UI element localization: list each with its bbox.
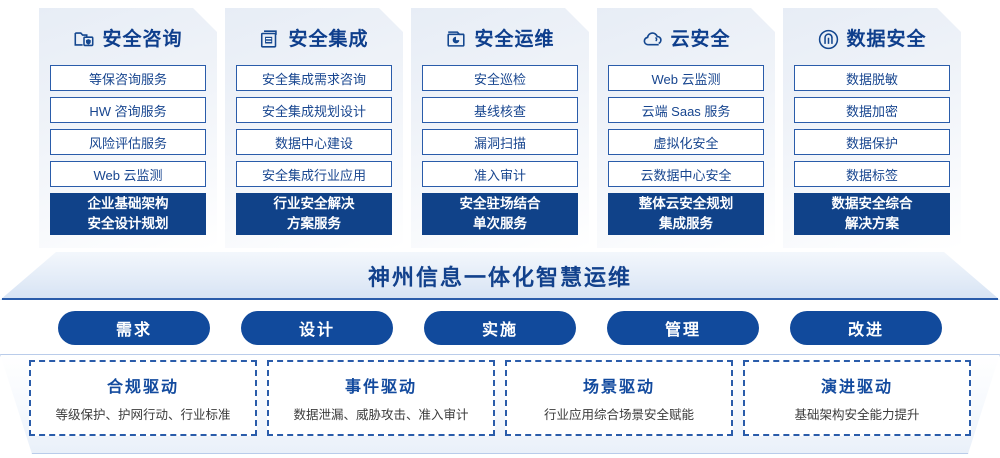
platform-banner-text: 神州信息一体化智慧运维 <box>367 265 632 290</box>
card-summary-line1: 企业基础架构 <box>87 196 169 212</box>
driver-title: 场景驱动 <box>582 379 655 396</box>
card-summary-line1: 安全驻场结合 <box>459 196 541 212</box>
service-item[interactable]: 基线核查 <box>422 97 578 123</box>
lifecycle-pill-design[interactable]: 设计 <box>241 311 393 345</box>
banner-underline <box>2 298 998 300</box>
capability-card-security-consulting[interactable]: 安全咨询 等保咨询服务 HW 咨询服务 风险评估服务 Web 云监测 企业基础架… <box>39 8 217 248</box>
service-item[interactable]: 虚拟化安全 <box>608 129 764 155</box>
service-item[interactable]: 安全巡检 <box>422 65 578 91</box>
card-summary-line1: 整体云安全规划 <box>638 196 734 212</box>
driver-subtitle: 数据泄漏、威胁攻击、准入审计 <box>293 408 469 422</box>
driver-scenario[interactable]: 场景驱动 行业应用综合场景安全赋能 <box>505 360 733 436</box>
capability-card-security-integration[interactable]: 安全集成 安全集成需求咨询 安全集成规划设计 数据中心建设 安全集成行业应用 行… <box>225 8 403 248</box>
cloud-icon <box>641 28 663 50</box>
service-item[interactable]: 数据加密 <box>794 97 950 123</box>
service-item[interactable]: 云数据中心安全 <box>608 161 764 187</box>
card-summary: 整体云安全规划 集成服务 <box>608 193 764 235</box>
card-title: 数据安全 <box>846 28 927 50</box>
card-summary: 企业基础架构 安全设计规划 <box>50 193 206 235</box>
lifecycle-pill-management[interactable]: 管理 <box>607 311 759 345</box>
driver-subtitle: 行业应用综合场景安全赋能 <box>543 408 694 422</box>
card-summary-line2: 单次服务 <box>473 216 527 231</box>
service-item[interactable]: 漏洞扫描 <box>422 129 578 155</box>
card-summary-line2: 解决方案 <box>845 216 899 231</box>
capability-card-data-security[interactable]: 数据安全 数据脱敏 数据加密 数据保护 数据标签 数据安全综合 解决方案 <box>783 8 961 248</box>
service-item[interactable]: 安全集成行业应用 <box>236 161 392 187</box>
card-summary-line2: 安全设计规划 <box>87 216 169 231</box>
driver-title: 事件驱动 <box>344 379 417 396</box>
card-summary: 数据安全综合 解决方案 <box>794 193 950 235</box>
service-item[interactable]: 数据标签 <box>794 161 950 187</box>
card-summary: 行业安全解决 方案服务 <box>236 193 392 235</box>
driver-title: 演进驱动 <box>820 379 893 396</box>
card-header: 云安全 <box>608 22 764 56</box>
platform-banner: 神州信息一体化智慧运维 <box>0 252 1000 300</box>
card-summary-line2: 方案服务 <box>287 216 341 231</box>
capability-cards: 安全咨询 等保咨询服务 HW 咨询服务 风险评估服务 Web 云监测 企业基础架… <box>0 8 1000 256</box>
service-item[interactable]: 数据保护 <box>794 129 950 155</box>
drivers-list: 合规驱动 等级保护、护网行动、行业标准 事件驱动 数据泄漏、威胁攻击、准入审计 … <box>0 360 1000 448</box>
service-item[interactable]: 风险评估服务 <box>50 129 206 155</box>
card-header: 安全集成 <box>236 22 392 56</box>
service-item[interactable]: 安全集成需求咨询 <box>236 65 392 91</box>
driver-compliance[interactable]: 合规驱动 等级保护、护网行动、行业标准 <box>29 360 257 436</box>
monitor-gauge-icon <box>445 28 467 50</box>
card-title: 云安全 <box>670 28 731 50</box>
card-summary: 安全驻场结合 单次服务 <box>422 193 578 235</box>
driver-evolution[interactable]: 演进驱动 基础架构安全能力提升 <box>743 360 971 436</box>
driver-subtitle: 基础架构安全能力提升 <box>794 408 920 422</box>
service-item[interactable]: 安全集成规划设计 <box>236 97 392 123</box>
folder-shield-icon <box>73 28 95 50</box>
service-item[interactable]: Web 云监测 <box>50 161 206 187</box>
service-item[interactable]: 等保咨询服务 <box>50 65 206 91</box>
card-header: 数据安全 <box>794 22 950 56</box>
card-title: 安全集成 <box>288 28 369 50</box>
service-item[interactable]: 准入审计 <box>422 161 578 187</box>
card-title: 安全咨询 <box>102 28 183 50</box>
service-item[interactable]: Web 云监测 <box>608 65 764 91</box>
driver-incident[interactable]: 事件驱动 数据泄漏、威胁攻击、准入审计 <box>267 360 495 436</box>
lifecycle-pill-implementation[interactable]: 实施 <box>424 311 576 345</box>
lifecycle-pill-requirements[interactable]: 需求 <box>58 311 210 345</box>
service-item[interactable]: 数据脱敏 <box>794 65 950 91</box>
lifecycle-pill-improvement[interactable]: 改进 <box>790 311 942 345</box>
capability-card-cloud-security[interactable]: 云安全 Web 云监测 云端 Saas 服务 虚拟化安全 云数据中心安全 整体云… <box>597 8 775 248</box>
card-title: 安全运维 <box>474 28 555 50</box>
card-summary-line2: 集成服务 <box>659 216 713 231</box>
card-header: 安全运维 <box>422 22 578 56</box>
document-stack-icon <box>259 28 281 50</box>
card-summary-line1: 行业安全解决 <box>273 196 355 212</box>
service-item[interactable]: 云端 Saas 服务 <box>608 97 764 123</box>
driver-title: 合规驱动 <box>106 379 179 396</box>
capability-card-security-operations[interactable]: 安全运维 安全巡检 基线核查 漏洞扫描 准入审计 安全驻场结合 单次服务 <box>411 8 589 248</box>
fingerprint-icon <box>817 28 839 50</box>
service-item[interactable]: HW 咨询服务 <box>50 97 206 123</box>
lifecycle-pills: 需求 设计 实施 管理 改进 <box>0 311 1000 347</box>
card-header: 安全咨询 <box>50 22 206 56</box>
card-summary-line1: 数据安全综合 <box>831 196 913 212</box>
service-item[interactable]: 数据中心建设 <box>236 129 392 155</box>
driver-subtitle: 等级保护、护网行动、行业标准 <box>55 408 231 422</box>
